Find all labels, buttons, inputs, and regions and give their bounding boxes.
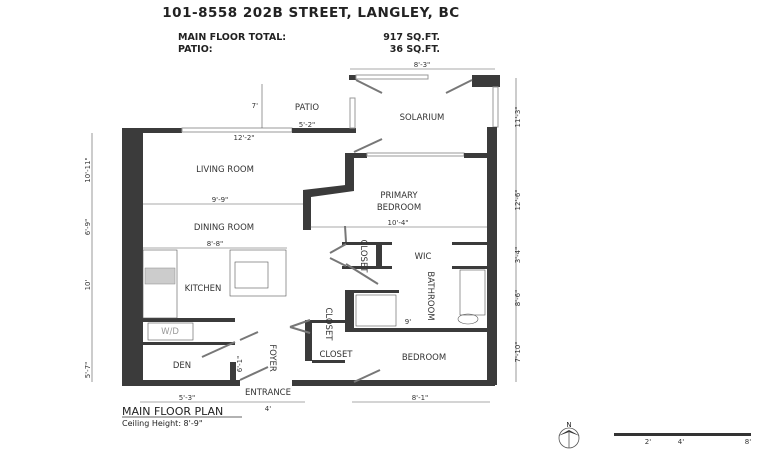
room-den: DEN (173, 361, 191, 371)
plan-title: MAIN FLOOR PLAN (122, 405, 223, 418)
dim-foyer: 6'-1" (236, 356, 244, 373)
room-entrance: ENTRANCE (245, 388, 291, 398)
ceiling-height: Ceiling Height: 8'-9" (122, 419, 203, 428)
toilet-icon (457, 313, 479, 325)
address-title: 101-8558 202B STREET, LANGLEY, BC (162, 5, 459, 21)
dim-patio-depth: 7' (252, 102, 258, 110)
dim-den-width: 5'-3" (179, 394, 196, 402)
room-living: LIVING ROOM (196, 165, 254, 175)
room-closet-2: CLOSET (323, 307, 333, 341)
dim-right-3: 8'-6" (514, 290, 522, 307)
dim-right-1: 12'-6" (514, 189, 522, 210)
scale-4: 4' (678, 438, 684, 446)
patio-value: 36 SQ.FT. (390, 44, 440, 55)
dim-entrance-width: 4' (265, 405, 271, 413)
door-swings (201, 79, 473, 383)
scale-8: 8' (745, 438, 751, 446)
dim-living-width: 12'-2" (233, 134, 254, 142)
room-solarium: SOLARIUM (400, 113, 445, 123)
dim-left-0: 10'-11" (84, 157, 92, 182)
room-kitchen: KITCHEN (185, 284, 222, 294)
room-bathroom: BATHROOM (425, 271, 435, 320)
dim-left-3: 5'-7" (84, 362, 92, 379)
bathtub-icon (355, 294, 397, 327)
dim-bedroom-width: 8'-1" (412, 394, 429, 402)
vanity-icon (459, 269, 486, 316)
dim-right-2: 3'-4" (514, 247, 522, 264)
dimension-lines (91, 68, 517, 403)
dim-primary-width: 10'-4" (387, 219, 408, 227)
main-floor-value: 917 SQ.FT. (383, 32, 440, 43)
room-closet-1: CLOSET (358, 239, 368, 273)
dim-right-0: 11'-3" (514, 106, 522, 127)
dim-kitchen-width: 8'-8" (207, 240, 224, 248)
room-patio: PATIO (295, 103, 319, 113)
dim-dining-width: 9'-9" (212, 196, 229, 204)
dim-left-1: 6'-9" (84, 219, 92, 236)
room-foyer: FOYER (267, 344, 277, 372)
room-wic: WIC (415, 252, 432, 262)
dim-patio-width: 5'-2" (299, 121, 316, 129)
north-label: N (566, 421, 571, 429)
stove-icon (144, 267, 176, 285)
scale-2: 2' (645, 438, 651, 446)
room-primary-2: BEDROOM (377, 203, 421, 213)
fixtures (142, 249, 486, 341)
scale-bar: 2' 4' 8' (614, 433, 751, 446)
sink-icon (234, 261, 269, 289)
dim-solarium-width: 8'-3" (414, 61, 431, 69)
patio-label: PATIO: (178, 44, 213, 55)
walls (122, 74, 500, 386)
room-closet-3: CLOSET (319, 350, 353, 360)
room-primary-1: PRIMARY (380, 191, 418, 201)
room-dining: DINING ROOM (194, 223, 254, 233)
dim-bath-width: 9' (405, 318, 411, 326)
room-bedroom: BEDROOM (402, 353, 446, 363)
room-wd: W/D (161, 327, 179, 337)
main-floor-label: MAIN FLOOR TOTAL: (178, 32, 286, 43)
north-arrow-icon: N (558, 421, 580, 449)
dim-right-4: 7'-10" (514, 341, 522, 362)
dim-left-2: 10' (84, 280, 92, 291)
